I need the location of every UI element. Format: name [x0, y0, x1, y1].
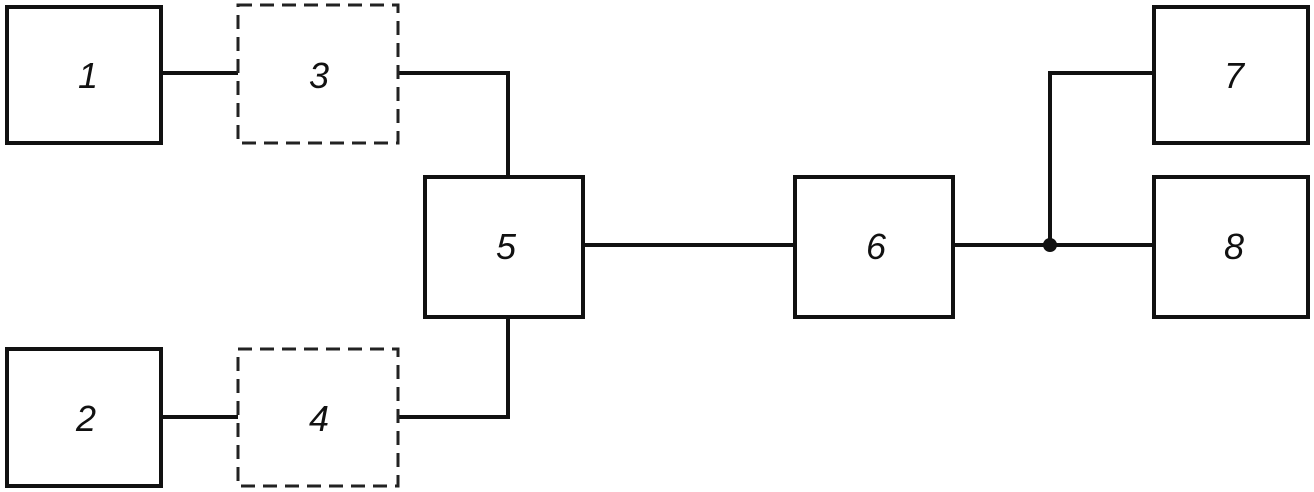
block-4-frame — [236, 347, 400, 488]
block-5: 5 — [423, 175, 585, 319]
connector-junction-7 — [1048, 71, 1154, 245]
connector-4-5 — [398, 317, 510, 419]
block-4: 4 — [236, 347, 400, 488]
junction-dot — [1043, 238, 1057, 252]
block-7: 7 — [1152, 5, 1310, 145]
block-6-label: 6 — [866, 226, 887, 267]
block-1: 1 — [5, 5, 163, 145]
block-6: 6 — [793, 175, 955, 319]
connector-3-5 — [398, 71, 510, 177]
block-8-frame — [1152, 175, 1310, 319]
block-7-label: 7 — [1224, 55, 1246, 96]
block-2: 2 — [5, 347, 163, 488]
connections — [161, 71, 1154, 419]
block-3-frame — [236, 3, 400, 145]
block-6-frame — [793, 175, 955, 319]
block-3: 3 — [236, 3, 400, 145]
block-8-label: 8 — [1224, 226, 1244, 267]
block-4-label: 4 — [309, 398, 329, 439]
block-7-frame — [1152, 5, 1310, 145]
block-5-label: 5 — [496, 226, 517, 267]
block-8: 8 — [1152, 175, 1310, 319]
block-1-frame — [5, 5, 163, 145]
block-3-label: 3 — [309, 55, 329, 96]
block-5-frame — [423, 175, 585, 319]
block-2-label: 2 — [75, 398, 96, 439]
block-1-label: 1 — [78, 55, 98, 96]
block-2-frame — [5, 347, 163, 488]
